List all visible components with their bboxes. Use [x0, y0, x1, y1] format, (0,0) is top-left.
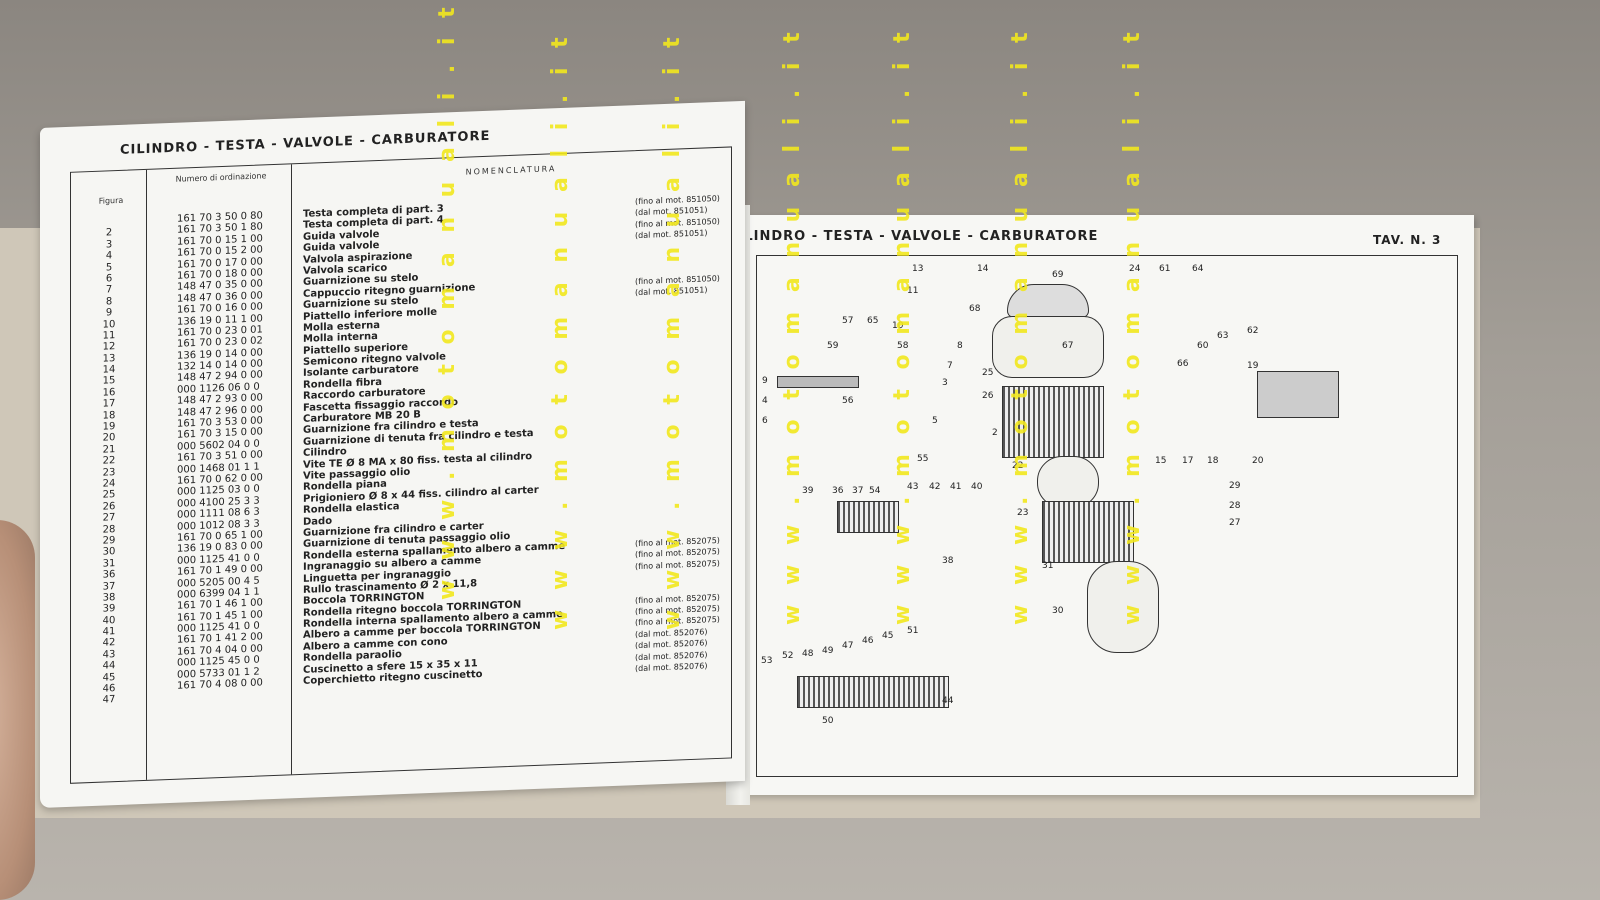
- left-page: CILINDRO - TESTA - VALVOLE - CARBURATORE…: [40, 100, 745, 809]
- cylinder-part: [1042, 501, 1134, 563]
- callout-13: 13: [912, 264, 924, 274]
- callout-53: 53: [761, 656, 773, 666]
- callout-61: 61: [1159, 264, 1171, 274]
- callout-68: 68: [969, 304, 981, 314]
- right-page: CILINDRO - TESTA - VALVOLE - CARBURATORE…: [728, 215, 1474, 795]
- callout-31: 31: [1042, 561, 1054, 571]
- callout-11: 11: [907, 286, 919, 296]
- callout-24: 24: [1129, 264, 1141, 274]
- callout-15: 15: [1155, 456, 1167, 466]
- callout-51: 51: [907, 626, 919, 636]
- callout-39: 39: [802, 486, 814, 496]
- exploded-diagram: 13 14 69 24 61 64 57 65 11 68 59 10 58 8…: [756, 255, 1458, 777]
- watermark-text: w w w . m o t o m a n u a l i . i t: [890, 26, 915, 625]
- watermark-text: w w w . m o t o m a n u a l i . i t: [548, 31, 573, 630]
- cam-gear-part: [837, 501, 899, 533]
- callout-54: 54: [869, 486, 881, 496]
- callout-2: 2: [992, 428, 998, 438]
- callout-69: 69: [1052, 270, 1064, 280]
- callout-40: 40: [971, 482, 983, 492]
- callout-60: 60: [1197, 341, 1209, 351]
- callout-20: 20: [1252, 456, 1264, 466]
- callout-65: 65: [867, 316, 879, 326]
- callout-56: 56: [842, 396, 854, 406]
- watermark-text: w w w . m o t o m a n u a l i . i t: [1120, 26, 1145, 625]
- callout-66: 66: [1177, 359, 1189, 369]
- callout-30: 30: [1052, 606, 1064, 616]
- callout-18: 18: [1207, 456, 1219, 466]
- callout-3: 3: [942, 378, 948, 388]
- figure-number: 47: [102, 694, 116, 707]
- callout-4: 4: [762, 396, 768, 406]
- callout-37: 37: [852, 486, 864, 496]
- callout-64: 64: [1192, 264, 1204, 274]
- watermark-text: w w w . m o t o m a n u a l i . i t: [660, 31, 685, 630]
- callout-38: 38: [942, 556, 954, 566]
- callout-52: 52: [782, 651, 794, 661]
- callout-9: 9: [762, 376, 768, 386]
- callout-47: 47: [842, 641, 854, 651]
- callout-8: 8: [957, 341, 963, 351]
- callout-63: 63: [1217, 331, 1229, 341]
- right-page-title: CILINDRO - TESTA - VALVOLE - CARBURATORE: [728, 229, 1099, 244]
- callout-25: 25: [982, 368, 994, 378]
- callout-57: 57: [842, 316, 854, 326]
- plate-number: TAV. N. 3: [1373, 233, 1442, 247]
- camshaft-part: [797, 676, 949, 708]
- callout-43: 43: [907, 482, 919, 492]
- valve-part: [777, 376, 859, 388]
- header-numero: Numero di ordinazione: [175, 171, 267, 184]
- callout-55: 55: [917, 454, 929, 464]
- callout-5: 5: [932, 416, 938, 426]
- callout-10: 10: [892, 321, 904, 331]
- header-nomenclatura: NOMENCLATURA: [465, 164, 557, 177]
- watermark-text: w w w . m o t o m a n u a l i . i t: [780, 26, 805, 625]
- callout-42: 42: [929, 482, 941, 492]
- callout-36: 36: [832, 486, 844, 496]
- watermark-text: w w w . m o t o m a n u a l i . i t: [1008, 26, 1033, 625]
- watermark-text: w w w . m o t o m a n u a l i . i t: [435, 1, 460, 600]
- callout-23: 23: [1017, 508, 1029, 518]
- callout-28: 28: [1229, 501, 1241, 511]
- callout-29: 29: [1229, 481, 1241, 491]
- gasket-part: [992, 316, 1104, 378]
- callout-48: 48: [802, 649, 814, 659]
- callout-58: 58: [897, 341, 909, 351]
- hand: [0, 520, 35, 900]
- callout-50: 50: [822, 716, 834, 726]
- callout-41: 41: [950, 482, 962, 492]
- carburetor-part: [1257, 371, 1339, 418]
- callout-17: 17: [1182, 456, 1194, 466]
- figure-number: [79, 215, 139, 217]
- callout-26: 26: [982, 391, 994, 401]
- callout-62: 62: [1247, 326, 1259, 336]
- callout-22: 22: [1012, 461, 1024, 471]
- callout-6: 6: [762, 416, 768, 426]
- parts-table: Figura Numero di ordinazione NOMENCLATUR…: [70, 146, 732, 784]
- callout-14: 14: [977, 264, 989, 274]
- callout-7: 7: [947, 361, 953, 371]
- callout-44: 44: [942, 696, 954, 706]
- callout-49: 49: [822, 646, 834, 656]
- callout-27: 27: [1229, 518, 1241, 528]
- callout-45: 45: [882, 631, 894, 641]
- callout-46: 46: [862, 636, 874, 646]
- header-figura: Figura: [98, 195, 124, 206]
- callout-59: 59: [827, 341, 839, 351]
- callout-67: 67: [1062, 341, 1074, 351]
- callout-19: 19: [1247, 361, 1259, 371]
- base-gasket-part: [1087, 561, 1159, 653]
